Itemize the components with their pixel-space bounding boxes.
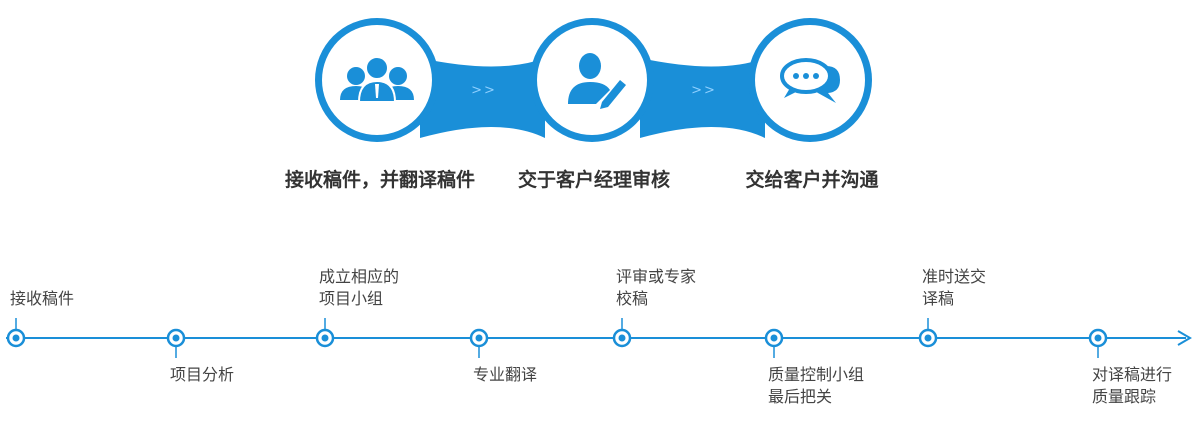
milestone-label-line: 成立相应的 <box>319 267 400 286</box>
step-label-3: 交给客户并沟通 <box>745 169 879 191</box>
step-circle-2 <box>530 18 654 142</box>
milestone-node-2 <box>166 328 186 358</box>
step-label-1: 接收稿件，并翻译稿件 <box>284 169 476 191</box>
milestone-label-1: 接收稿件 <box>10 288 74 310</box>
step-circle-1 <box>315 18 439 142</box>
step-circle-3 <box>748 18 872 142</box>
user-edit-icon <box>568 53 626 109</box>
milestone-node-3 <box>315 318 335 348</box>
milestone-label-line: 质量控制小组 <box>768 365 865 384</box>
connector-arrow-2: >> <box>691 83 717 98</box>
milestone-dot-center <box>12 334 20 342</box>
group-people-icon <box>340 56 414 103</box>
milestone-label-5: 评审或专家校稿 <box>616 266 696 310</box>
milestone-node-7 <box>918 318 938 348</box>
milestone-dot-center <box>618 334 626 342</box>
process-flow: >> >> <box>315 18 872 142</box>
connector-2 <box>640 58 765 138</box>
milestone-node-4 <box>469 328 489 358</box>
milestone-label-4: 专业翻译 <box>473 364 537 386</box>
milestone-dot-center <box>770 334 778 342</box>
milestone-node-8 <box>1088 328 1108 358</box>
milestone-label-line: 对译稿进行 <box>1092 365 1173 384</box>
milestone-label-line: 项目小组 <box>319 289 384 308</box>
milestone-label-8: 对译稿进行质量跟踪 <box>1092 364 1172 408</box>
milestone-dot-center <box>924 334 932 342</box>
milestone-node-6 <box>764 328 784 358</box>
milestone-label-2: 项目分析 <box>170 364 234 386</box>
milestone-label-line: 项目分析 <box>170 365 235 384</box>
milestone-dot-center <box>172 334 180 342</box>
milestone-label-line: 译稿 <box>922 289 955 308</box>
milestone-node-1 <box>6 318 26 348</box>
connector-arrow-1: >> <box>471 83 497 98</box>
milestone-label-line: 专业翻译 <box>473 365 538 384</box>
milestone-label-line: 校稿 <box>616 289 649 308</box>
milestone-node-5 <box>612 318 632 348</box>
milestone-label-line: 接收稿件 <box>10 289 75 308</box>
milestone-label-6: 质量控制小组最后把关 <box>768 364 864 408</box>
chat-bubble-icon <box>780 58 840 103</box>
milestone-label-line: 评审或专家 <box>616 267 697 286</box>
milestone-dot-center <box>1094 334 1102 342</box>
milestone-label-7: 准时送交译稿 <box>922 266 986 310</box>
step-label-2: 交于客户经理审核 <box>517 169 671 191</box>
milestone-dot-center <box>321 334 329 342</box>
milestone-label-line: 准时送交 <box>922 267 987 286</box>
timeline-arrow-icon <box>1177 330 1192 346</box>
milestone-label-line: 质量跟踪 <box>1092 387 1157 406</box>
connector-1 <box>420 58 545 138</box>
milestone-dot-center <box>475 334 483 342</box>
milestone-label-3: 成立相应的项目小组 <box>319 266 399 310</box>
milestone-label-line: 最后把关 <box>768 387 833 406</box>
